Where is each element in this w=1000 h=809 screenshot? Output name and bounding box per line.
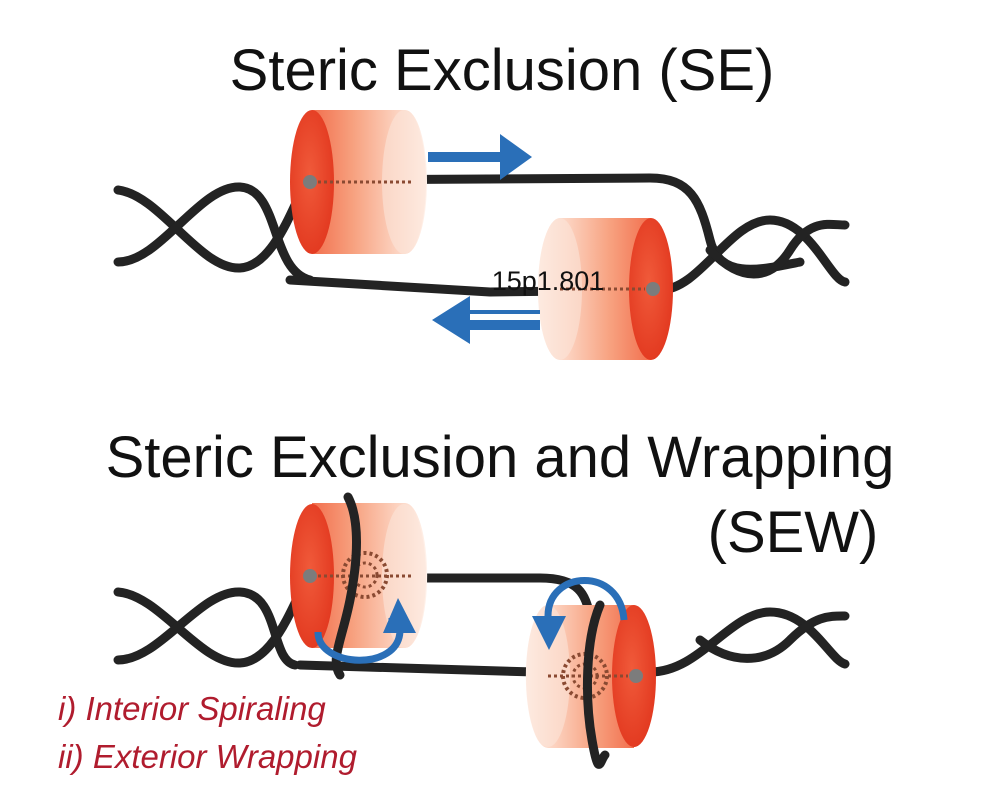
legend-interior-spiraling: i) Interior Spiraling [58,690,326,727]
dna-double-helix-icon [113,175,315,285]
se-title: Steric Exclusion (SE) [230,38,775,103]
sew-panel: i) Interior Spiraling ii) Exterior Wrapp… [58,492,850,775]
rotation-arrow-icon-right [532,577,628,650]
sew-title-line2: (SEW) [708,500,879,565]
direction-arrow-icon-left [432,296,540,344]
sew-title-line1: Steric Exclusion and Wrapping [106,425,895,490]
rotation-arrow-icon-left [314,598,416,664]
direction-arrow-icon-right [428,134,532,180]
helicase-cylinder-icon-left [290,110,427,254]
overlay-label: 15p1.801 [492,266,605,296]
dna-double-helix-icon-sew-right [645,607,850,677]
dna-double-helix-icon-right [655,215,850,295]
dna-double-helix-icon-sew-left [113,573,315,670]
se-panel: 15p1.801 [113,110,850,360]
helicase-cylinder-icon-right [538,218,673,360]
helicase-cylinder-icon-sew-left [290,492,428,680]
legend-exterior-wrapping: ii) Exterior Wrapping [58,738,358,775]
